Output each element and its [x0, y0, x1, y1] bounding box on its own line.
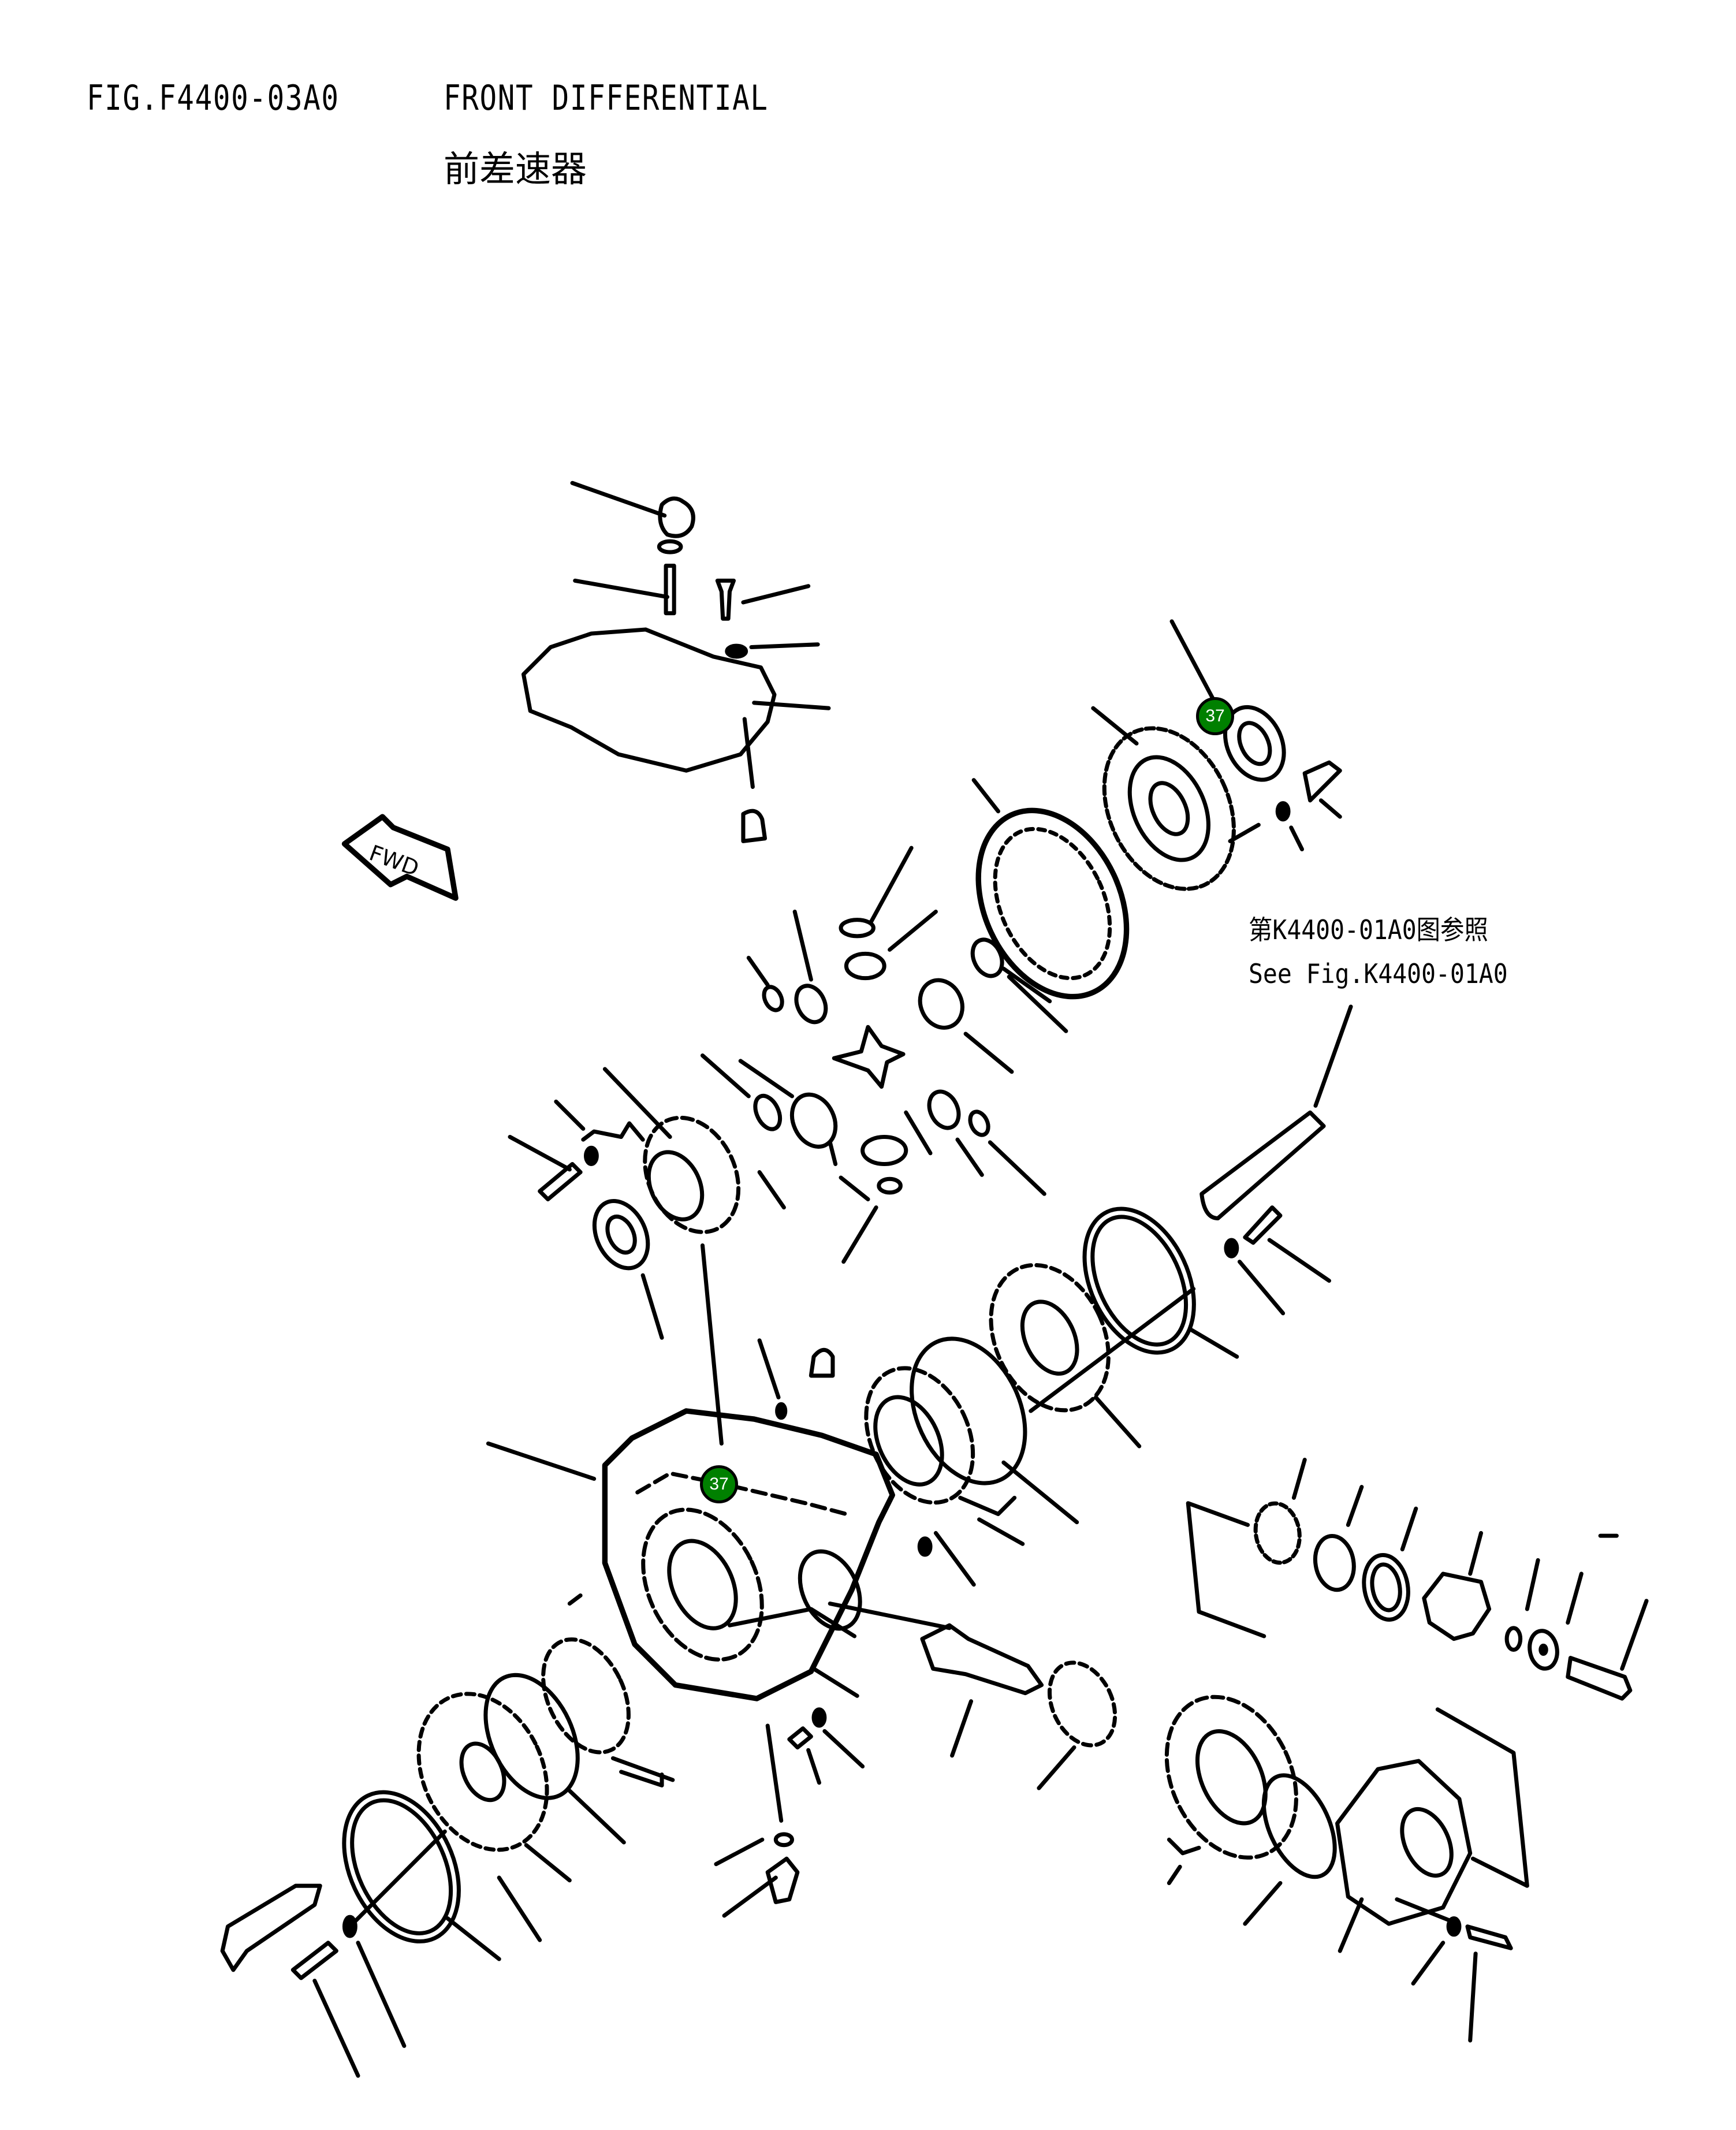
companion-flange-icon — [1422, 1572, 1492, 1641]
bolt-icon — [715, 578, 736, 621]
bolt-icon — [1302, 760, 1342, 803]
spacer-icon — [1313, 1533, 1356, 1592]
o-ring-icon — [1504, 1626, 1523, 1652]
reference-note-chinese: 第K4400-01A0图参照 — [1249, 914, 1488, 945]
left-bearing-group — [508, 1067, 786, 1446]
callout-badge-37-lower[interactable]: 37 — [700, 1465, 738, 1503]
reference-note: 第K4400-01A0图参照 See Fig.K4400-01A0 — [1249, 908, 1537, 996]
lock-plate-icon — [581, 1121, 645, 1142]
bracket-icon — [1435, 1707, 1529, 1888]
drain-plug-group — [714, 1707, 865, 1918]
fwd-arrow-icon: FWD — [341, 814, 459, 901]
bearing-icon — [864, 1366, 975, 1505]
drive-pinion-icon — [920, 1623, 1044, 1696]
spider-gear-group — [700, 846, 1052, 1264]
differential-housing — [486, 1408, 976, 1701]
stud-bolt-icon — [664, 564, 676, 616]
side-gear-icon — [918, 978, 964, 1030]
bearing-icon — [1253, 1501, 1302, 1565]
bolt-icon — [1465, 1924, 1513, 1950]
plug-icon — [741, 809, 768, 843]
retainer-group — [757, 1206, 1239, 1546]
cover-gasket-icon — [521, 627, 777, 773]
bolt-icon — [1566, 1656, 1633, 1701]
callout-badge-37-upper[interactable]: 37 — [1196, 697, 1234, 735]
bearing-cage-icon — [643, 1115, 741, 1234]
ring-gear-group — [971, 619, 1342, 1033]
washer-icon — [1528, 1629, 1559, 1671]
figure-title-chinese: 前差速器 — [444, 148, 587, 190]
housing-cover-icon — [1335, 1759, 1473, 1926]
bearing-retainer-icon — [989, 1263, 1111, 1413]
pinion-bearing-icon — [1047, 1660, 1117, 1748]
plug-icon — [809, 1347, 835, 1378]
drain-plug-icon — [765, 1856, 800, 1904]
top-cover-group — [521, 481, 831, 843]
bolt-icon — [290, 1941, 338, 1980]
bearing-cup-icon — [592, 1198, 650, 1271]
rear-cover-group — [1164, 1695, 1529, 2043]
thrust-washer-icon — [753, 1093, 783, 1131]
yoke-shaft-icon — [220, 1883, 322, 1972]
drive-pinion-group — [920, 1623, 1117, 1790]
bolt-icon — [538, 1161, 583, 1202]
pinion-shaft-group — [1199, 1004, 1353, 1316]
reference-note-english[interactable]: See Fig.K4400-01A0 — [1249, 958, 1508, 989]
bolt-icon — [1243, 1205, 1283, 1245]
bearing-icon — [541, 1637, 631, 1755]
spider-cross-icon — [832, 1025, 906, 1089]
seal-ring-icon — [342, 1790, 461, 1943]
figure-id: FIG.F4400-03A0 — [87, 78, 340, 118]
right-pinion-cluster — [1186, 1458, 1649, 1701]
pinion-gear-icon — [860, 1134, 908, 1167]
thrust-washer-icon — [970, 937, 1004, 978]
taper-bearing-icon — [1223, 705, 1286, 782]
oil-seal-icon — [1362, 1552, 1410, 1622]
bearing-cage-icon — [1164, 1695, 1298, 1860]
seal-ring-icon — [1082, 1206, 1196, 1355]
axle-shaft-icon — [1199, 1110, 1326, 1220]
fwd-arrow-label: FWD — [366, 840, 422, 881]
o-ring-icon — [1261, 1773, 1337, 1879]
left-output-group — [220, 1637, 675, 2078]
side-gear-icon — [789, 1092, 838, 1149]
bolt-icon — [787, 1726, 813, 1750]
bracket-icon — [1186, 1501, 1266, 1639]
breather-cap-icon — [658, 496, 695, 538]
o-ring-icon — [910, 1336, 1027, 1485]
figure-title: FRONT DIFFERENTIAL — [444, 78, 769, 118]
differential-case-icon — [1102, 726, 1236, 891]
bracket-icon — [958, 1495, 1017, 1517]
pinion-gear-icon — [794, 984, 828, 1025]
figure-header: FIG.F4400-03A0 FRONT DIFFERENTIAL 前差速器 — [0, 0, 1736, 191]
housing-body-icon — [602, 1408, 895, 1701]
ring-gear-icon — [975, 807, 1130, 1000]
bearing-cage-icon — [416, 1692, 549, 1852]
bracket-icon — [619, 1770, 664, 1788]
